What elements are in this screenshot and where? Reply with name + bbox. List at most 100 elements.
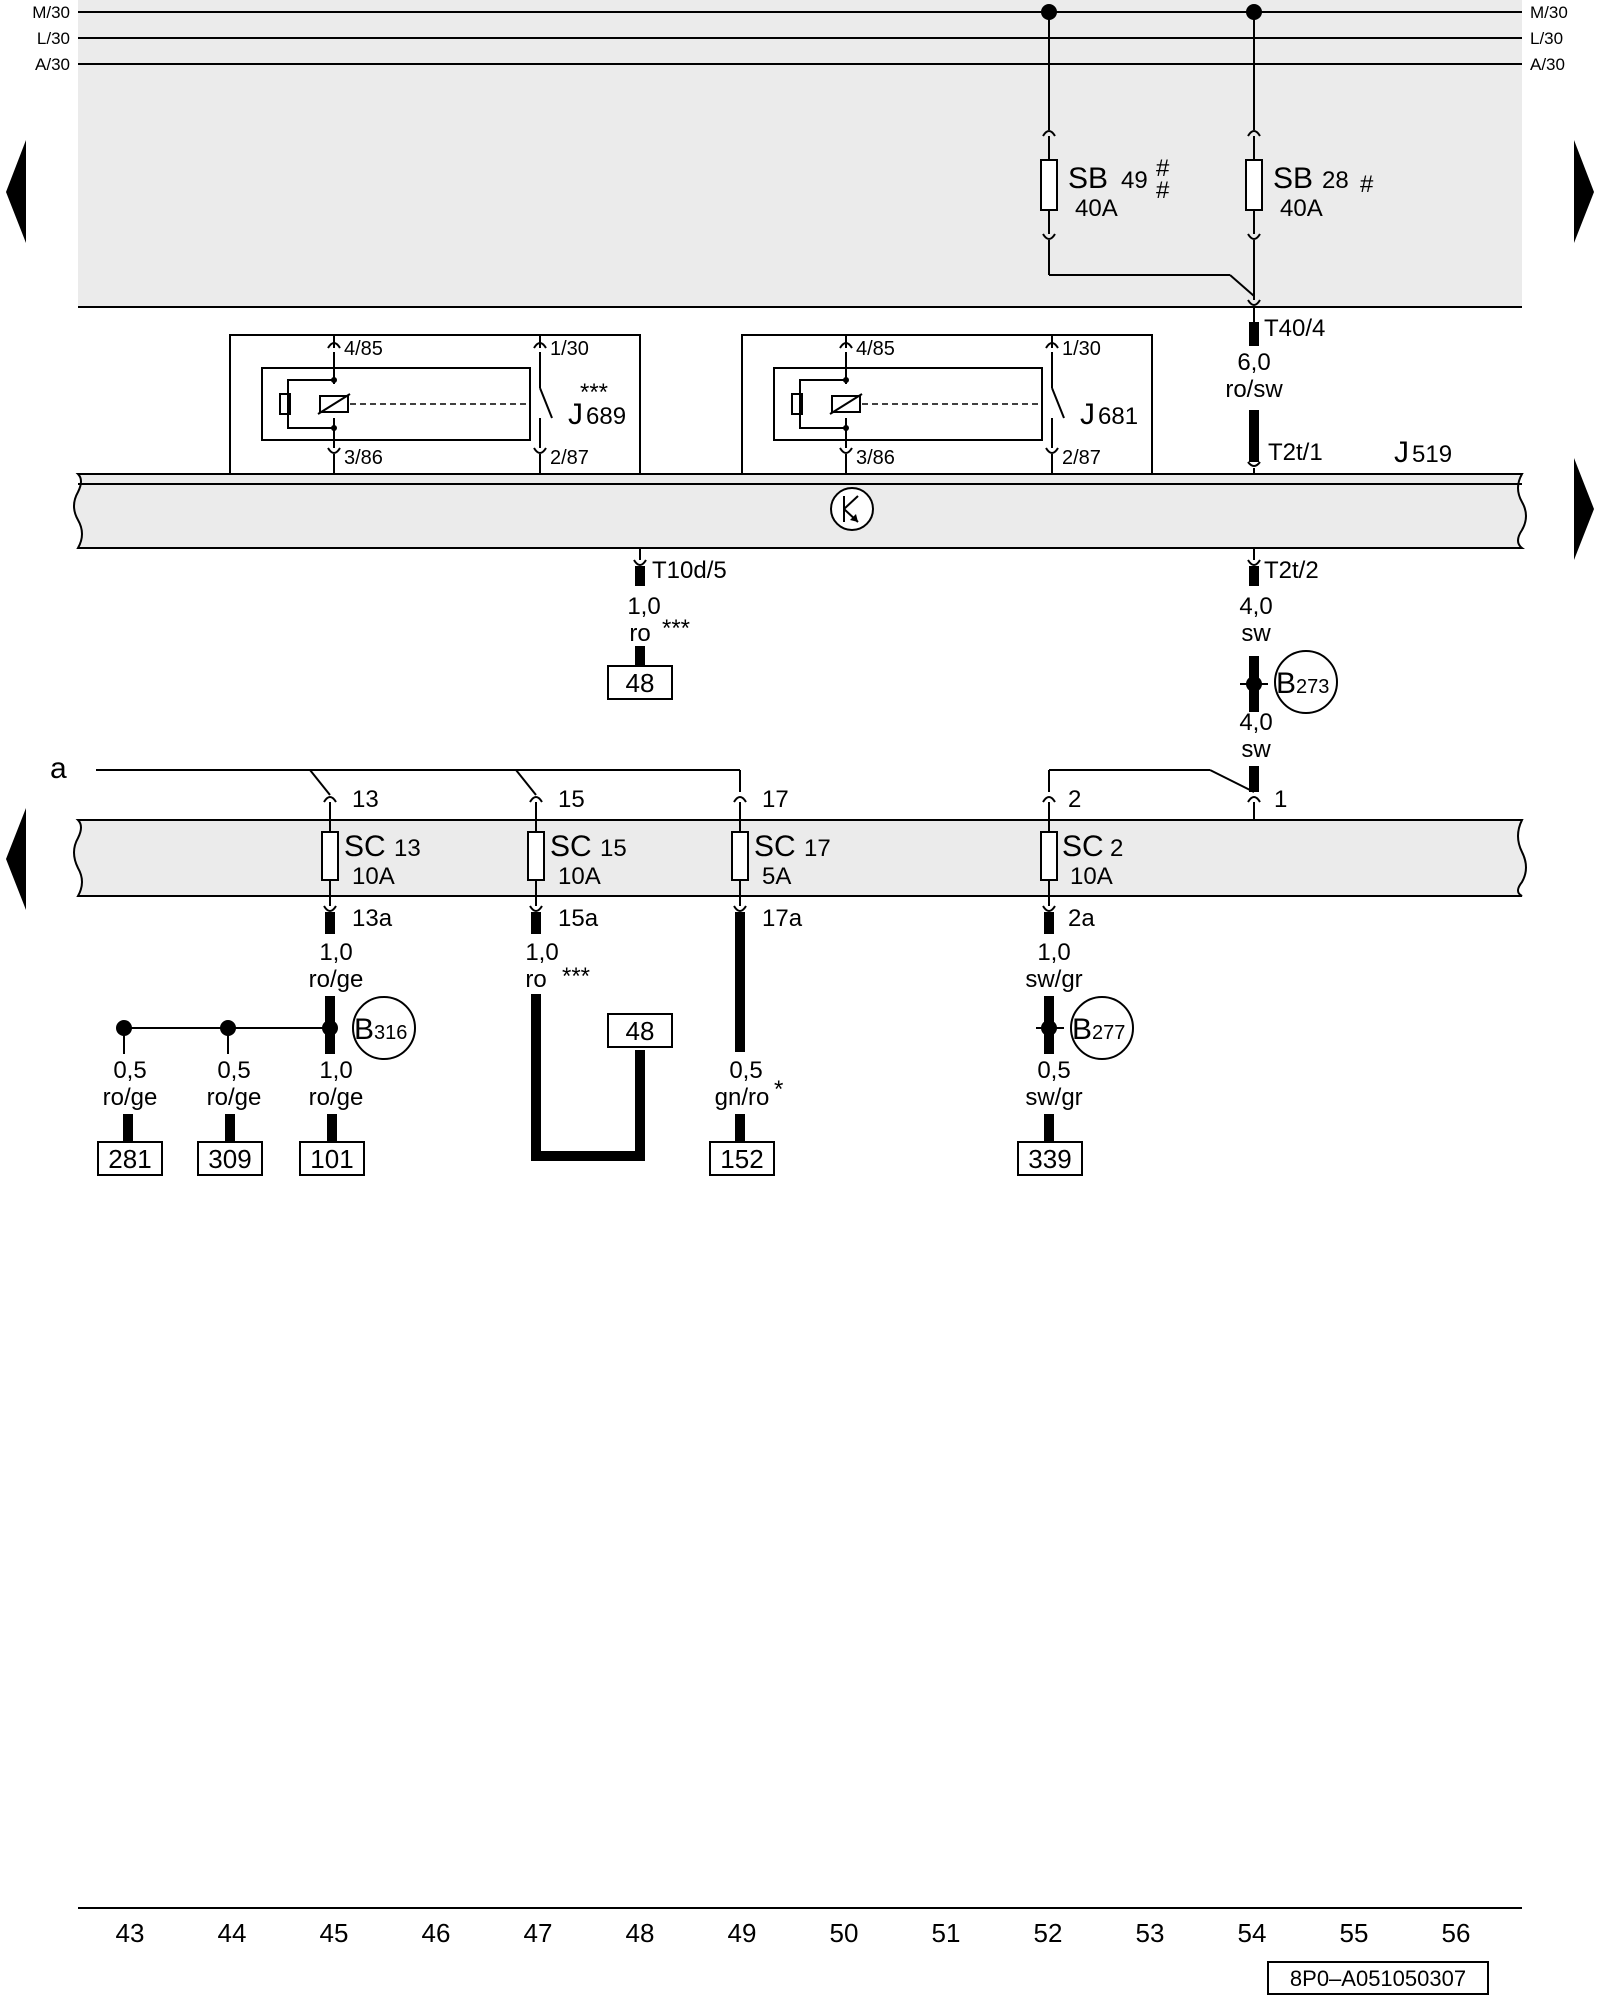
- b277-letter: B: [1072, 1013, 1092, 1046]
- b277-num: 277: [1092, 1022, 1125, 1044]
- sc-fuse-leads: [329, 820, 1050, 896]
- scale-49: 49: [728, 1918, 757, 1948]
- relay-j681: [741, 334, 1153, 474]
- wire-2a-size: 1,0: [1037, 939, 1070, 966]
- wire-339-color: sw/gr: [1025, 1084, 1082, 1111]
- fuse-sc17-name: SC: [754, 830, 796, 863]
- lower-pin-contacts: [323, 796, 1261, 826]
- switch-icon-upper: [843, 495, 859, 510]
- fuse-sb28-rating: 40A: [1280, 195, 1323, 222]
- fuse-sc2-rating: 10A: [1070, 863, 1113, 890]
- scale-51: 51: [932, 1918, 961, 1948]
- wire-152-stub: [735, 1114, 745, 1142]
- control-unit-j519-letter: J: [1394, 436, 1409, 469]
- rail-m30-label-left: M/30: [32, 3, 70, 22]
- b316-circle: [352, 996, 416, 1060]
- wire-152-star: *: [774, 1076, 783, 1103]
- ref-48b: 48: [626, 1016, 655, 1046]
- scale-45: 45: [320, 1918, 349, 1948]
- wire-309-stub: [225, 1114, 235, 1142]
- ref-48a-box: [607, 665, 673, 700]
- scale-47: 47: [524, 1918, 553, 1948]
- page-left-arrow-bottom[interactable]: [6, 808, 26, 910]
- fuse-sb49-rating: 40A: [1075, 195, 1118, 222]
- pin-15a-label: 15a: [558, 905, 599, 932]
- j681-num: 681: [1098, 403, 1138, 430]
- fuse-sc17-rating: 5A: [762, 863, 791, 890]
- ref-281: 281: [108, 1144, 151, 1174]
- fuse-sc13-name: SC: [344, 830, 386, 863]
- sb28-junction-dot: [1246, 4, 1262, 20]
- control-unit-band: [73, 473, 1527, 549]
- page-left-arrow-top[interactable]: [6, 140, 26, 243]
- ref-309: 309: [208, 1144, 251, 1174]
- ref-339: 339: [1028, 1144, 1071, 1174]
- b277-dot: [1041, 1020, 1057, 1036]
- scale-44: 44: [218, 1918, 247, 1948]
- lower-fuse-routing: [96, 769, 1255, 796]
- wire-339-stub: [1044, 1114, 1054, 1142]
- fuse-sc17-num: 17: [804, 835, 831, 862]
- top-panel: [78, 0, 1522, 307]
- wire-60-size: 6,0: [1237, 349, 1270, 376]
- j689-node-lower: [331, 425, 337, 431]
- j689-num: 689: [586, 403, 626, 430]
- t40-4-stub: [1249, 322, 1259, 346]
- wire-101-size: 1,0: [319, 1057, 352, 1084]
- b316-dot: [322, 1020, 338, 1036]
- connector-t2t-1: T2t/1: [1268, 439, 1323, 466]
- ref-152: 152: [720, 1144, 763, 1174]
- scale-52: 52: [1034, 1918, 1063, 1948]
- reference-boxes: [97, 1141, 1083, 1176]
- electronic-switch-icon: [830, 487, 874, 531]
- pin-2a-stub: [1044, 912, 1054, 934]
- ref-101: 101: [310, 1144, 353, 1174]
- rail-m30-label-right: M/30: [1530, 3, 1568, 22]
- wire-b273-bot-size: 4,0: [1239, 709, 1272, 736]
- b273-circle: [1274, 650, 1338, 714]
- wire-t10d-size: 1,0: [627, 593, 660, 620]
- j689-pin-2-87: 2/87: [550, 447, 589, 469]
- pin-2-label: 2: [1068, 786, 1081, 813]
- scale-55: 55: [1340, 1918, 1369, 1948]
- wire-101-color: ro/ge: [309, 1084, 364, 1111]
- wire-281-size: 0,5: [113, 1057, 146, 1084]
- wire-309-size: 0,5: [217, 1057, 250, 1084]
- j681-pin-4-85: 4/85: [856, 338, 895, 360]
- wire-152-size: 0,5: [729, 1057, 762, 1084]
- fuse-sb28-mark: #: [1360, 171, 1374, 198]
- page-right-arrow-top[interactable]: [1574, 140, 1594, 243]
- scale-numbers: 43 44 45 46 47 48 49 50 51 52 53 54 55 5…: [116, 1918, 1471, 1948]
- t2t-2-stub: [1249, 566, 1259, 586]
- drawing-code: 8P0–A051050307: [1290, 1966, 1466, 1991]
- page-right-arrow-mid[interactable]: [1574, 458, 1594, 560]
- wire-17a-152: [735, 912, 745, 1052]
- wire-281-stub: [123, 1114, 133, 1142]
- t2t-1-contact: [1247, 461, 1261, 467]
- scale-48: 48: [626, 1918, 655, 1948]
- connector-t10d-5: T10d/5: [652, 557, 727, 584]
- t10d-stub: [635, 566, 645, 586]
- j681-pin-1-30: 1/30: [1062, 338, 1101, 360]
- fuse-sc15-num: 15: [600, 835, 627, 862]
- wire-309-color: ro/ge: [207, 1084, 262, 1111]
- fuse-sb49-mark: #: [1156, 155, 1170, 182]
- wire-15a-stars: ***: [562, 963, 590, 990]
- pin-17-label: 17: [762, 786, 789, 813]
- rail-a30-label-right: A/30: [1530, 55, 1565, 74]
- pin-15-label: 15: [558, 786, 585, 813]
- scale-46: 46: [422, 1918, 451, 1948]
- fuse-sb49-name: SB: [1068, 162, 1108, 195]
- sc-fuses: [321, 831, 1058, 881]
- fuse-sc2-name: SC: [1062, 830, 1104, 863]
- connector-t40-4: T40/4: [1264, 315, 1325, 342]
- wire-339-size: 0,5: [1037, 1057, 1070, 1084]
- pin-15a-stub: [531, 912, 541, 934]
- wire-b273-top-size: 4,0: [1239, 593, 1272, 620]
- scale-50: 50: [830, 1918, 859, 1948]
- ref-48b-box: [607, 1013, 673, 1048]
- t10d-wire: [635, 646, 645, 666]
- pin-13-label: 13: [352, 786, 379, 813]
- wire-t10d-stars: ***: [662, 615, 690, 642]
